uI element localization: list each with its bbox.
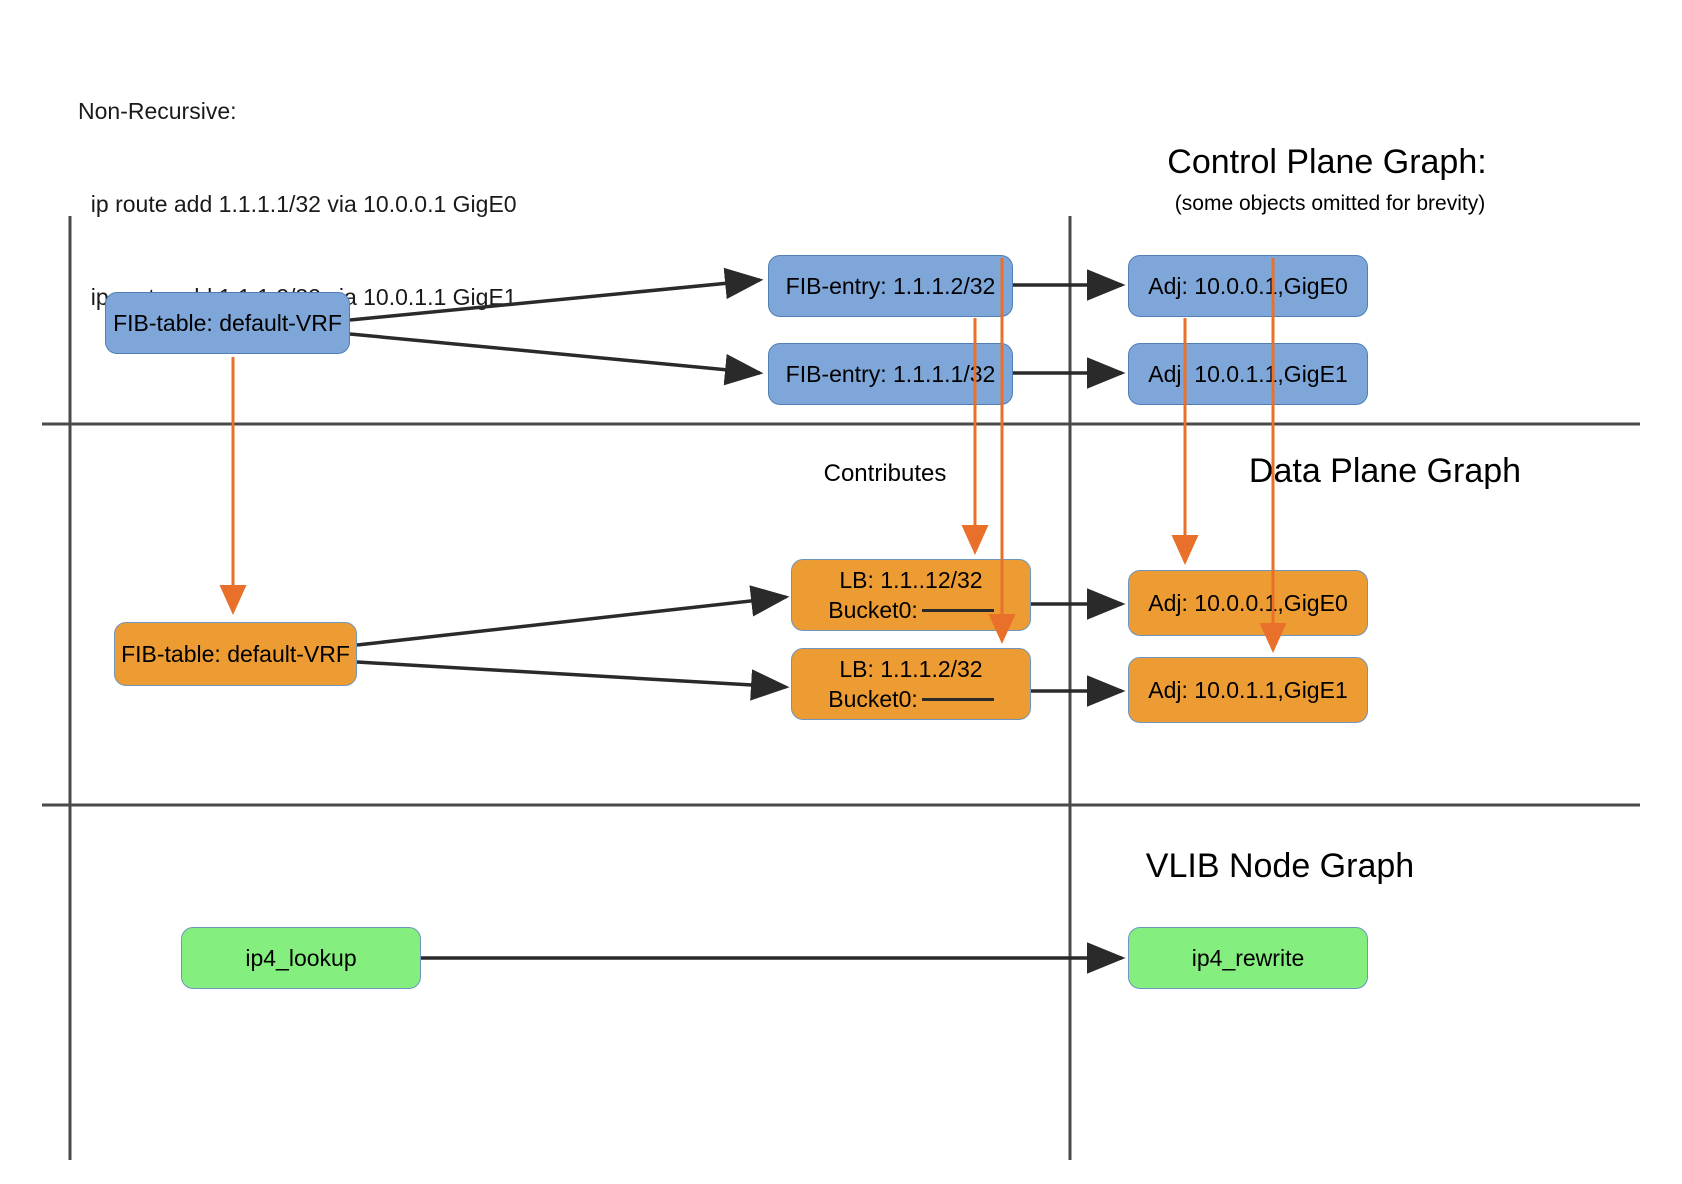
control-plane-graph-subtitle: (some objects omitted for brevity) xyxy=(1174,192,1486,215)
node-label: FIB-entry: 1.1.1.1/32 xyxy=(785,361,996,387)
bucket-stub-line xyxy=(921,697,994,701)
node-cp-adj-gige0[interactable]: Adj: 10.0.0.1,GigE0 xyxy=(1128,255,1368,317)
vlib-node-graph-title: VLIB Node Graph xyxy=(1145,847,1415,885)
node-cp-fib-entry-1112[interactable]: FIB-entry: 1.1.1.2/32 xyxy=(768,255,1013,317)
node-label: Adj: 10.0.1.1,GigE1 xyxy=(1148,677,1348,703)
node-cp-fib-table[interactable]: FIB-table: default-VRF xyxy=(105,292,350,354)
node-label: FIB-table: default-VRF xyxy=(121,641,350,667)
node-vlib-ip4-lookup[interactable]: ip4_lookup xyxy=(181,927,421,989)
node-label: FIB-entry: 1.1.1.2/32 xyxy=(785,273,996,299)
node-cp-fib-entry-1111[interactable]: FIB-entry: 1.1.1.1/32 xyxy=(768,343,1013,405)
node-label: Adj: 10.0.0.1,GigE0 xyxy=(1148,273,1348,299)
node-label: Adj: 10.0.1.1,GigE1 xyxy=(1148,361,1348,387)
node-dp-lb-0[interactable]: LB: 1.1..12/32 Bucket0: xyxy=(791,559,1031,631)
node-label: ip4_rewrite xyxy=(1191,945,1305,971)
route-config-line-1: ip route add 1.1.1.1/32 via 10.0.0.1 Gig… xyxy=(78,191,517,217)
control-plane-graph-title: Control Plane Graph: xyxy=(1167,143,1487,181)
bucket-stub-line xyxy=(921,608,994,612)
node-label: FIB-table: default-VRF xyxy=(113,310,342,336)
node-label: ip4_lookup xyxy=(245,945,357,971)
node-cp-adj-gige1[interactable]: Adj: 10.0.1.1,GigE1 xyxy=(1128,343,1368,405)
node-vlib-ip4-rewrite[interactable]: ip4_rewrite xyxy=(1128,927,1368,989)
node-label: Adj: 10.0.0.1,GigE0 xyxy=(1148,590,1348,616)
node-label-line1: LB: 1.1.1.2/32 xyxy=(839,656,983,682)
bucket-row: Bucket0: xyxy=(792,684,1030,714)
route-config-title: Non-Recursive: xyxy=(78,98,237,124)
node-label-line2: Bucket0: xyxy=(828,597,918,623)
node-dp-adj-gige1[interactable]: Adj: 10.0.1.1,GigE1 xyxy=(1128,657,1368,723)
node-dp-adj-gige0[interactable]: Adj: 10.0.0.1,GigE0 xyxy=(1128,570,1368,636)
contributes-label: Contributes xyxy=(823,460,947,487)
node-label-line2: Bucket0: xyxy=(828,686,918,712)
node-dp-lb-1[interactable]: LB: 1.1.1.2/32 Bucket0: xyxy=(791,648,1031,720)
node-label-line1: LB: 1.1..12/32 xyxy=(839,567,983,593)
node-dp-fib-table[interactable]: FIB-table: default-VRF xyxy=(114,622,357,686)
data-plane-graph-title: Data Plane Graph xyxy=(1248,452,1522,490)
bucket-row: Bucket0: xyxy=(792,595,1030,625)
